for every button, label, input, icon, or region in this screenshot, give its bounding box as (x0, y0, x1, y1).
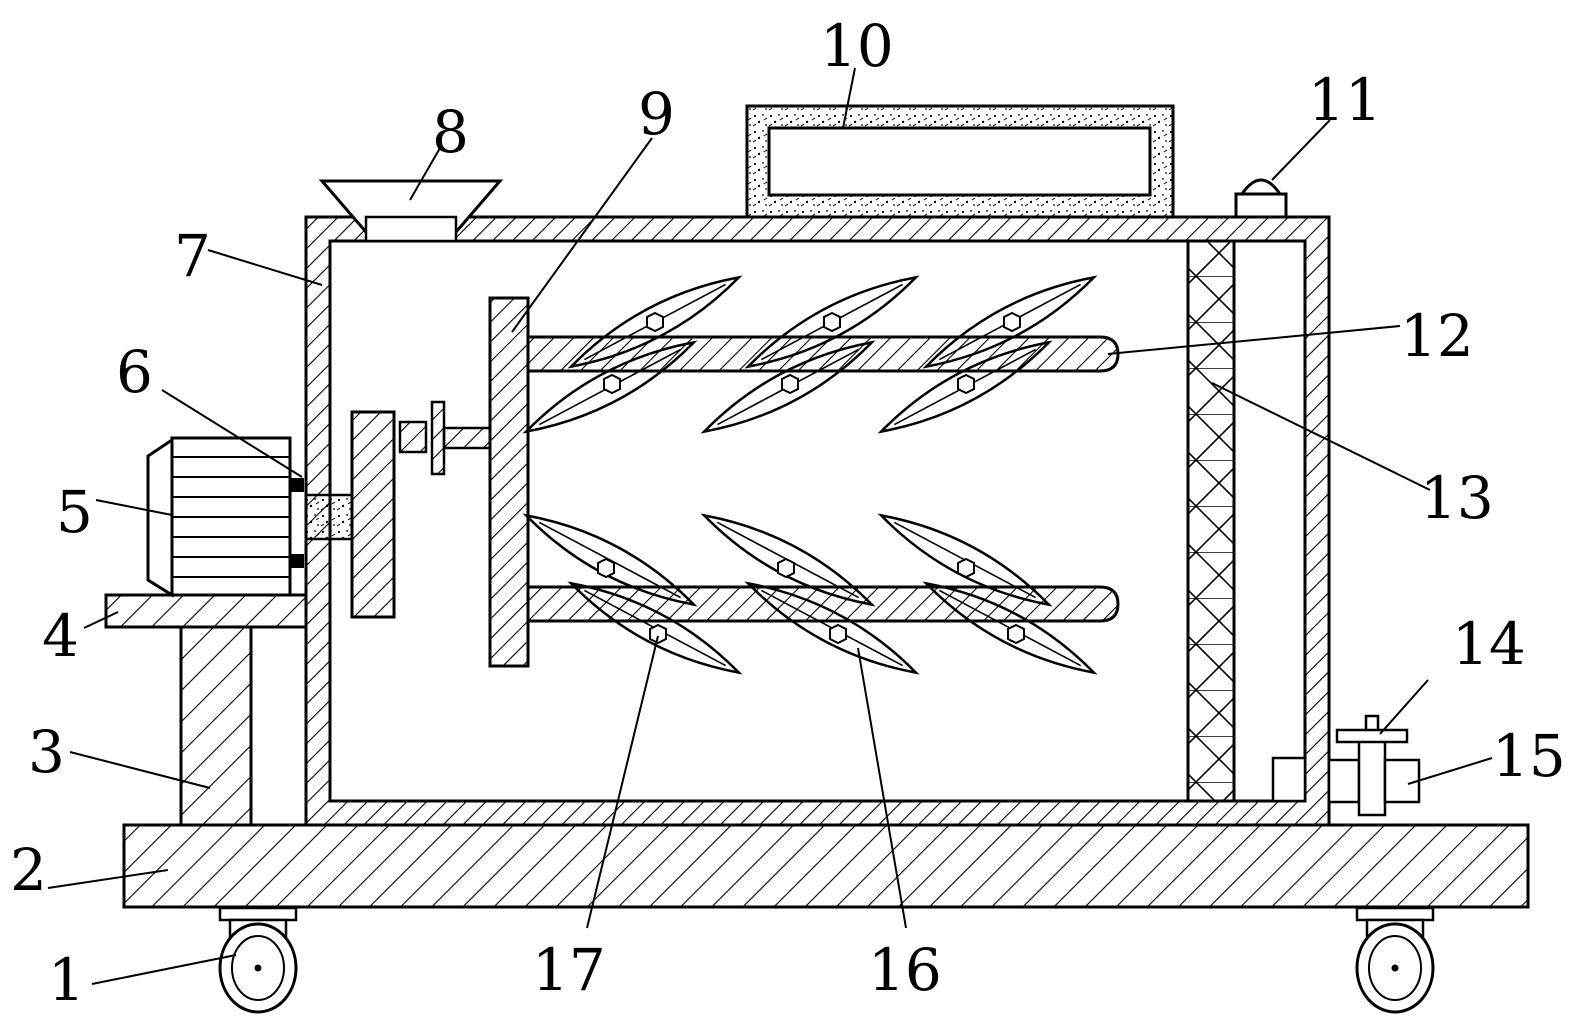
motor (146, 436, 304, 598)
base-plate (122, 823, 1530, 909)
label-3: 3 (28, 718, 65, 786)
support-column (179, 625, 253, 827)
label-6: 6 (116, 338, 153, 406)
leader-lines (47, 67, 1493, 985)
label-13: 13 (1420, 464, 1494, 532)
label-17: 17 (532, 936, 606, 1004)
wheel-left (218, 906, 298, 1014)
wheel-right (1355, 906, 1435, 1014)
rotating-plate (488, 296, 530, 668)
label-12: 12 (1400, 302, 1474, 370)
label-14: 14 (1452, 610, 1526, 678)
label-7: 7 (174, 222, 211, 290)
outlet-block (1271, 756, 1307, 803)
feed-hopper (318, 179, 504, 243)
drive-shaft (398, 400, 492, 476)
label-4: 4 (42, 602, 79, 670)
label-10: 10 (820, 12, 894, 80)
drive-disc (350, 410, 396, 619)
label-11: 11 (1308, 66, 1382, 134)
coupling (304, 493, 354, 541)
filter-screen (1186, 239, 1236, 803)
discharge-valve (1327, 714, 1421, 817)
top-frame (745, 104, 1175, 219)
housing (304, 215, 1331, 827)
label-16: 16 (868, 936, 942, 1004)
vent-cap (1234, 178, 1288, 219)
label-8: 8 (432, 98, 469, 166)
label-5: 5 (56, 478, 93, 546)
label-15: 15 (1492, 722, 1566, 790)
label-1: 1 (48, 946, 85, 1014)
label-9: 9 (638, 80, 675, 148)
motor-platform (104, 593, 308, 629)
label-2: 2 (10, 836, 47, 904)
